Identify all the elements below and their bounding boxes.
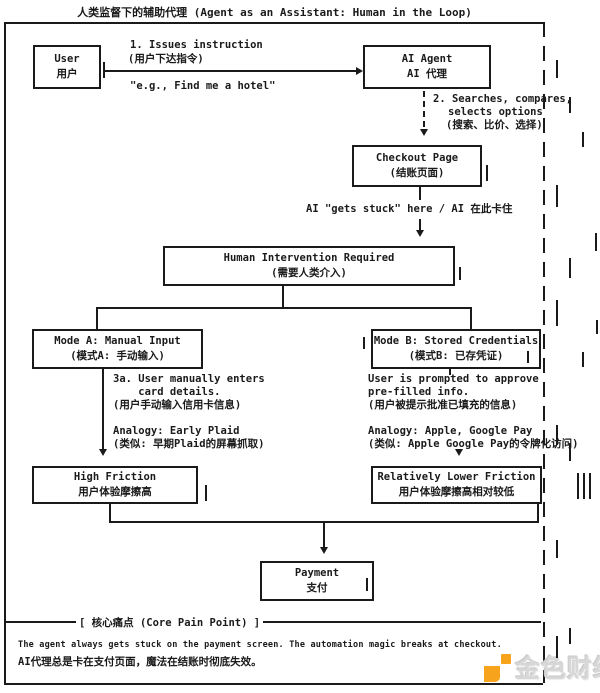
sketch-artifact	[527, 351, 529, 363]
edge-step2-label3: (搜索、比价、选择)	[446, 119, 543, 131]
merge-left-drop	[109, 504, 111, 521]
sketch-artifact	[459, 267, 461, 280]
node-lower-friction-label-zh: 用户体验摩擦高相对较低	[398, 486, 515, 498]
node-mode-a-label-zh: (模式A: 手动输入)	[70, 350, 165, 362]
edge-step1-label: 1. Issues instruction	[130, 39, 263, 51]
sketch-artifact	[577, 473, 579, 499]
jinse-logo-icon	[484, 654, 511, 682]
edge-step2-label1: 2. Searches, compares,	[433, 93, 573, 105]
pain-point-text-en: The agent always gets stuck on the payme…	[18, 640, 502, 650]
node-ai-agent-label-zh: AI 代理	[407, 68, 447, 80]
edge-mode-a-line	[102, 369, 104, 449]
node-mode-b-label-en: Mode B: Stored Credentials	[373, 335, 539, 347]
node-user-label-zh: 用户	[56, 68, 78, 80]
node-payment-label-en: Payment	[294, 567, 340, 579]
edge-step2-label2: selects options	[448, 106, 543, 118]
jinse-watermark-text: 金色财经	[515, 653, 600, 683]
diagram-title: 人类监督下的辅助代理 (Agent as an Assistant: Human…	[77, 6, 472, 19]
sketch-artifact	[556, 636, 558, 658]
outer-frame-right	[543, 22, 545, 683]
node-human-intervention-label-en: Human Intervention Required	[223, 252, 395, 264]
node-mode-a: Mode A: Manual Input (模式A: 手动输入)	[32, 329, 203, 369]
node-mode-a-label-en: Mode A: Manual Input	[54, 335, 181, 347]
outer-frame-left	[4, 22, 6, 685]
node-checkout-label-zh: (结账页面)	[389, 167, 445, 179]
sketch-artifact	[583, 473, 585, 499]
edge-step2-line	[423, 91, 425, 128]
node-payment: Payment 支付	[260, 561, 374, 601]
edge-mode-b-detail: User is prompted to approve pre-filled i…	[368, 373, 579, 450]
branch-right-drop	[470, 307, 472, 329]
sketch-artifact	[366, 578, 368, 591]
edge-step1-line	[104, 70, 356, 72]
edge-stuck-line-top	[419, 187, 421, 200]
sketch-artifact	[556, 540, 558, 558]
edge-step1-arrowhead	[356, 67, 363, 75]
node-checkout-label-en: Checkout Page	[375, 152, 459, 164]
sketch-artifact	[582, 352, 584, 367]
merge-arrowhead	[320, 547, 328, 554]
sketch-artifact	[556, 300, 558, 326]
node-payment-label-zh: 支付	[306, 582, 328, 594]
sketch-artifact	[589, 473, 591, 499]
sketch-artifact	[569, 443, 571, 461]
sketch-artifact	[363, 337, 365, 349]
node-human-intervention-label-zh: (需要人类介入)	[271, 267, 347, 279]
sketch-artifact	[582, 132, 584, 147]
pain-point-text-zh: AI代理总是卡在支付页面，魔法在结账时彻底失效。	[18, 656, 262, 668]
node-lower-friction: Relatively Lower Friction 用户体验摩擦高相对较低	[371, 466, 542, 504]
node-ai-agent: AI Agent AI 代理	[363, 45, 491, 89]
node-checkout: Checkout Page (结账页面)	[352, 145, 482, 187]
sketch-artifact	[569, 97, 571, 113]
node-high-friction: High Friction 用户体验摩擦高	[32, 466, 198, 504]
sketch-artifact	[569, 628, 571, 644]
sketch-artifact	[596, 320, 598, 334]
outer-frame-bottom	[4, 683, 543, 685]
node-lower-friction-label-en: Relatively Lower Friction	[377, 471, 536, 483]
node-mode-b-label-zh: (模式B: 已存凭证)	[408, 350, 504, 362]
edge-mode-a-arrowhead	[99, 449, 107, 456]
sketch-artifact	[205, 485, 207, 501]
sketch-artifact	[595, 233, 597, 251]
edge-stuck-label: AI "gets stuck" here / AI 在此卡住	[306, 203, 513, 215]
sketch-artifact	[486, 165, 488, 181]
merge-right-drop	[537, 504, 539, 521]
edge-stuck-arrowhead	[416, 230, 424, 237]
branch-crossbar	[96, 307, 472, 309]
edge-mode-a-detail: 3a. User manually enters card details. (…	[113, 373, 265, 450]
edge-stuck-line-bottom	[419, 219, 421, 230]
sketch-artifact	[569, 258, 571, 278]
node-ai-agent-label-en: AI Agent	[401, 53, 453, 65]
branch-stem	[282, 286, 284, 307]
node-high-friction-label-en: High Friction	[73, 471, 157, 483]
node-user-label-en: User	[54, 53, 80, 65]
edge-step2-arrowhead	[420, 129, 428, 136]
edge-mode-b-line	[449, 369, 451, 375]
edge-step1-example: "e.g., Find me a hotel"	[130, 80, 276, 92]
edge-mode-b-arrowhead	[455, 449, 463, 456]
sketch-artifact	[103, 62, 105, 78]
outer-frame-top	[4, 22, 545, 24]
node-high-friction-label-zh: 用户体验摩擦高	[78, 486, 152, 498]
sketch-artifact	[556, 60, 558, 78]
edge-step1-label-zh: (用户下达指令)	[128, 53, 204, 65]
sketch-artifact	[556, 185, 558, 207]
merge-stem	[323, 523, 325, 547]
node-mode-b: Mode B: Stored Credentials (模式B: 已存凭证)	[371, 329, 541, 369]
node-user: User 用户	[33, 45, 101, 89]
node-human-intervention: Human Intervention Required (需要人类介入)	[163, 246, 455, 286]
pain-point-divider	[4, 621, 541, 623]
branch-left-drop	[96, 307, 98, 329]
jinse-watermark: 金色财经	[482, 653, 600, 684]
pain-point-label: [ 核心痛点 (Core Pain Point) ]	[76, 615, 264, 630]
merge-crossbar	[109, 521, 539, 523]
sketch-artifact	[556, 425, 558, 445]
